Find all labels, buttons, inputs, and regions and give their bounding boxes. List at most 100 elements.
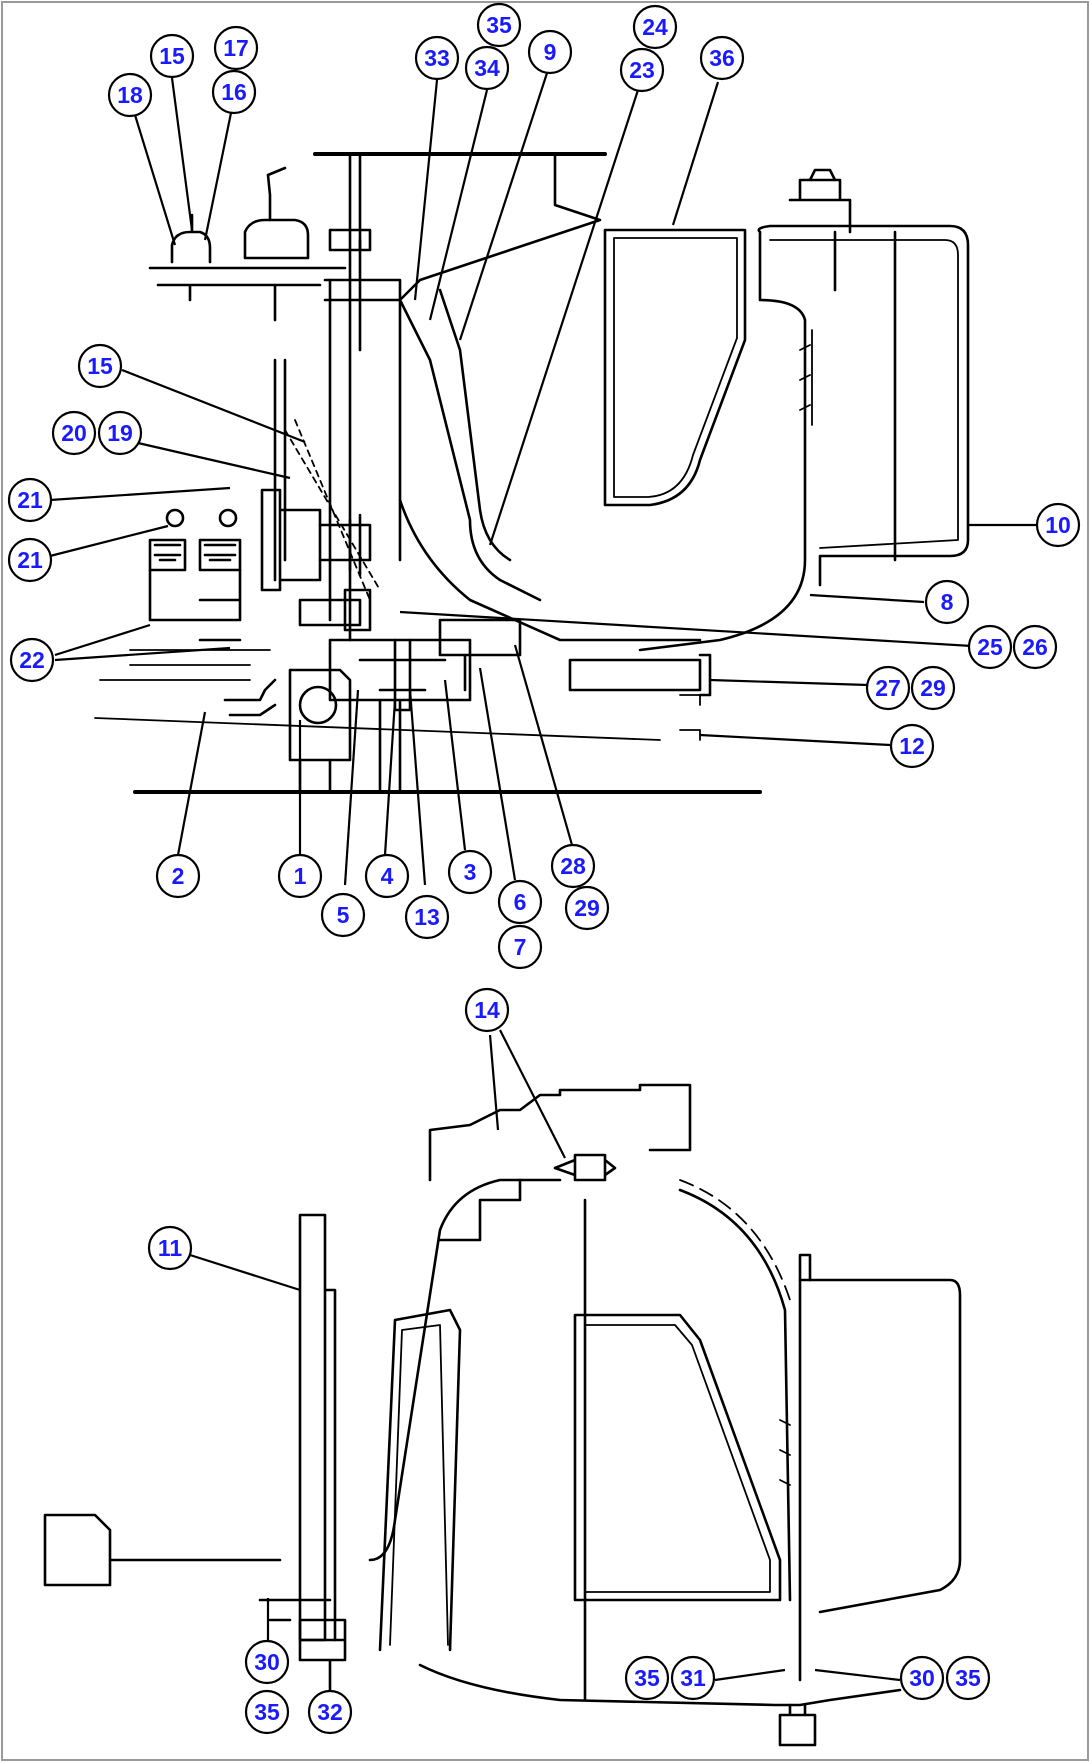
cylinder-fitting [679, 694, 701, 741]
callout-3: 3 [447, 849, 493, 895]
leader-6 [478, 667, 517, 881]
callout-label: 7 [514, 934, 527, 960]
pump-body [288, 668, 352, 762]
callout-22: 22 [9, 637, 55, 683]
callout-6: 6 [497, 879, 543, 925]
leader-11 [189, 1253, 301, 1292]
leader-21-b [49, 524, 169, 558]
callout-label: 30 [909, 1665, 935, 1691]
callout-label: 1 [294, 863, 307, 889]
callout-16: 16 [211, 69, 257, 115]
callout-19: 19 [97, 410, 143, 456]
callout-7: 7 [497, 924, 543, 970]
callout-13: 13 [404, 894, 450, 940]
leader-lines [49, 69, 1036, 1715]
callout-label: 8 [941, 589, 954, 615]
tank-lower-front-inner [584, 1324, 771, 1593]
actuator-pin [318, 513, 372, 577]
callout-30: 30 [899, 1655, 945, 1701]
callout-27: 27 [865, 665, 911, 711]
switch-body [243, 218, 310, 260]
leader-22-b [54, 646, 231, 662]
callout-label: 15 [159, 43, 185, 69]
cylinder-rod [568, 653, 712, 697]
callout-5: 5 [320, 892, 366, 938]
hopper-left-inner [389, 1324, 449, 1646]
callout-label: 16 [221, 79, 247, 105]
callout-label: 14 [474, 997, 500, 1023]
chute-curve [398, 498, 702, 642]
callout-36: 36 [699, 35, 745, 81]
leader-33 [413, 79, 439, 301]
callout-24: 24 [632, 4, 678, 50]
callout-32: 32 [307, 1689, 353, 1735]
hopper-left [378, 1308, 462, 1652]
chute-inner [438, 288, 512, 562]
tank-neck [638, 230, 807, 652]
leader-18 [133, 114, 177, 246]
callout-8: 8 [924, 579, 970, 625]
leader-30-right [814, 1668, 901, 1682]
callout-label: 32 [317, 1699, 343, 1725]
leader-22-a [54, 623, 151, 657]
callout-label: 34 [474, 55, 500, 81]
valve-stem [378, 638, 427, 712]
dashed-link [284, 419, 381, 601]
nozzle-fitting [553, 1153, 617, 1182]
callout-label: 15 [87, 353, 113, 379]
mount-bar [298, 1213, 337, 1642]
leader-16 [203, 107, 234, 241]
callout-label: 23 [629, 57, 655, 83]
callout-label: 27 [875, 675, 901, 701]
callout-label: 29 [574, 895, 600, 921]
leader-3 [443, 679, 467, 851]
callout-31: 31 [670, 1655, 716, 1701]
chute-frame [368, 1178, 562, 1562]
callout-label: 24 [642, 14, 668, 40]
drain-valve-right [778, 1703, 817, 1747]
sensor-block [298, 588, 372, 632]
tank-panel-left [603, 228, 747, 507]
cross-bracket [43, 1513, 282, 1587]
leader-12 [699, 733, 891, 747]
callout-label: 35 [955, 1665, 981, 1691]
callout-10: 10 [1035, 502, 1081, 548]
chute-side [438, 1178, 522, 1242]
callout-1: 1 [277, 853, 323, 899]
leader-21-a [49, 486, 231, 502]
callout-label: 11 [158, 1235, 183, 1261]
tank-lower-arc-dash [679, 1179, 791, 1301]
hose-clamp [258, 1598, 332, 1622]
actuator-plate [260, 488, 322, 592]
callout-label: 18 [117, 82, 143, 108]
limit-switch-left [148, 538, 187, 572]
callout-label: 6 [514, 889, 527, 915]
callout-29: 29 [910, 665, 956, 711]
callouts: 15 17 18 16 35 33 34 9 24 23 36 15 20 19… [7, 2, 1081, 1735]
leader-34 [428, 89, 489, 321]
callout-label: 35 [486, 12, 512, 38]
callout-14: 14 [464, 987, 510, 1033]
callout-label: 12 [899, 733, 925, 759]
roller-a [165, 508, 185, 528]
tank-lower-front [573, 1313, 782, 1602]
leader-31 [714, 1668, 786, 1682]
bracket-foot [298, 758, 332, 794]
callout-25: 25 [967, 624, 1013, 670]
callout-35: 35 [476, 2, 522, 48]
callout-34: 34 [464, 45, 510, 91]
fitting-elbow [223, 678, 277, 717]
callout-20: 20 [51, 410, 97, 456]
callout-4: 4 [364, 853, 410, 899]
bottom-assembly [43, 1083, 962, 1747]
callout-label: 21 [17, 487, 43, 513]
callout-label: 35 [634, 1665, 660, 1691]
callout-label: 35 [254, 1699, 280, 1725]
callout-label: 30 [254, 1649, 280, 1675]
tank-body [757, 224, 970, 587]
frame-line [94, 717, 661, 741]
callout-label: 17 [223, 35, 249, 61]
callout-21: 21 [7, 477, 53, 523]
leader-25 [399, 610, 973, 648]
callout-label: 5 [337, 902, 350, 928]
